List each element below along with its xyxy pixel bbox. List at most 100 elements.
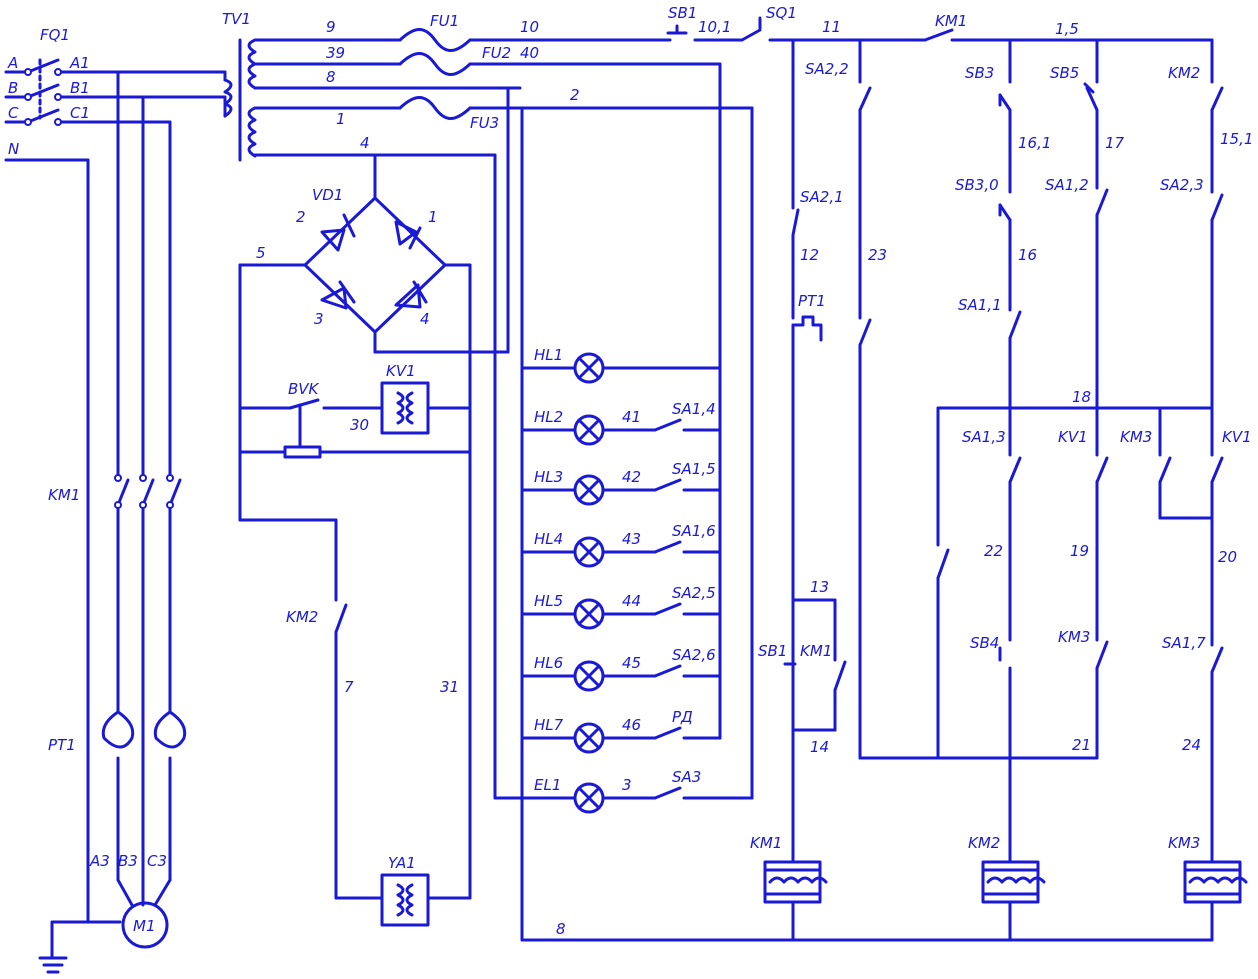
label-d1: 1	[428, 208, 438, 226]
contactor-coils	[520, 860, 1248, 942]
label-1: 1	[336, 110, 346, 128]
label-kv1c2: KV1	[1222, 428, 1252, 446]
label-km1low: KM1	[800, 642, 832, 660]
label-4: 4	[360, 134, 370, 152]
label-km3coil: KM3	[1168, 834, 1200, 852]
label-el1: EL1	[534, 776, 561, 794]
label-30: 30	[350, 416, 369, 434]
label-20: 20	[1218, 548, 1237, 566]
label-b1: B1	[70, 79, 90, 97]
label-c1: C1	[70, 104, 90, 122]
lamp-ladder	[493, 62, 754, 942]
motor-m1	[121, 901, 169, 949]
lamps	[573, 352, 605, 814]
label-sb30: SB3,0	[955, 176, 999, 194]
label-km3c2: KM3	[1058, 628, 1090, 646]
label-n: N	[8, 140, 19, 158]
label-km1top: KM1	[935, 12, 967, 30]
label-km1coil: KM1	[750, 834, 782, 852]
label-sa23: SA2,3	[1160, 176, 1204, 194]
label-8bot: 8	[556, 920, 566, 938]
label-21: 21	[1072, 736, 1091, 754]
label-kv1coil: KV1	[386, 362, 416, 380]
label-sb1low: SB1	[758, 642, 787, 660]
label-sq1: SQ1	[766, 4, 797, 22]
label-sa17: SA1,7	[1162, 634, 1206, 652]
right-columns	[783, 82, 1224, 864]
label-hl6: HL6	[534, 654, 563, 672]
label-d2: 2	[296, 208, 306, 226]
label-sb1top: SB1	[668, 4, 697, 22]
label-44: 44	[622, 592, 641, 610]
label-9: 9	[326, 18, 336, 36]
label-3: 3	[622, 776, 632, 794]
label-13: 13	[810, 578, 829, 596]
label-45: 45	[622, 654, 641, 672]
label-sa15: SA1,5	[672, 460, 716, 478]
label-sa12: SA1,2	[1045, 176, 1089, 194]
label-d3: 3	[314, 310, 324, 328]
label-5: 5	[256, 244, 266, 262]
label-2: 2	[570, 86, 580, 104]
label-fu3: FU3	[470, 114, 499, 132]
label-a3: A3	[89, 852, 110, 870]
label-31: 31	[440, 678, 459, 696]
label-pt1right: PT1	[798, 292, 826, 310]
label-sb3: SB3	[965, 64, 994, 82]
label-43: 43	[622, 530, 641, 548]
label-14: 14	[810, 738, 829, 756]
label-b3: B3	[118, 852, 138, 870]
label-sa13: SA1,3	[962, 428, 1006, 446]
label-a1: A1	[69, 54, 90, 72]
label-42: 42	[622, 468, 641, 486]
label-sa22: SA2,2	[805, 60, 849, 78]
label-hl3: HL3	[534, 468, 563, 486]
label-vd1: VD1	[312, 186, 343, 204]
label-17: 17	[1105, 134, 1125, 152]
label-12: 12	[800, 246, 819, 264]
label-22: 22	[984, 542, 1003, 560]
mains-section	[4, 58, 227, 974]
label-m1: M1	[133, 917, 156, 935]
label-d4: 4	[420, 310, 430, 328]
label-km2top: KM2	[1168, 64, 1200, 82]
label-8top: 8	[326, 68, 336, 86]
label-sb4: SB4	[970, 634, 999, 652]
label-rd: РД	[672, 708, 693, 726]
label-sa21: SA2,1	[800, 188, 844, 206]
label-c3: C3	[147, 852, 167, 870]
fuses	[398, 28, 754, 120]
label-sa16: SA1,6	[672, 522, 716, 540]
label-km3c: KM3	[1120, 428, 1152, 446]
labels: FQ1 A B C N A1 B1 C1 TV1 9 39 8 1 4 FU1 …	[7, 4, 1253, 938]
label-10-1: 10,1	[698, 18, 731, 36]
label-kv1c1: KV1	[1058, 428, 1088, 446]
label-fq1: FQ1	[40, 26, 70, 44]
label-11: 11	[822, 18, 841, 36]
label-sa3: SA3	[672, 768, 701, 786]
label-18: 18	[1072, 388, 1091, 406]
control-rail-top	[663, 16, 1214, 210]
label-pt1left: PT1	[48, 736, 76, 754]
label-sb5: SB5	[1050, 64, 1079, 82]
label-sa14: SA1,4	[672, 400, 716, 418]
label-bvk: BVK	[288, 380, 320, 398]
label-sa26: SA2,6	[672, 646, 716, 664]
label-23: 23	[868, 246, 887, 264]
label-ya1: YA1	[388, 854, 416, 872]
transformer-tv1	[223, 38, 522, 162]
label-a: A	[7, 54, 18, 72]
label-fu1: FU1	[430, 12, 459, 30]
label-fu2: FU2	[482, 44, 511, 62]
label-hl2: HL2	[534, 408, 563, 426]
label-16: 16	[1018, 246, 1037, 264]
label-sa25: SA2,5	[672, 584, 716, 602]
label-10: 10	[520, 18, 539, 36]
contact-dots-left	[24, 68, 174, 509]
label-1-5: 1,5	[1055, 20, 1079, 38]
label-c: C	[8, 104, 19, 122]
label-41: 41	[622, 408, 641, 426]
label-hl5: HL5	[534, 592, 563, 610]
rectifier-vd1	[238, 86, 510, 927]
